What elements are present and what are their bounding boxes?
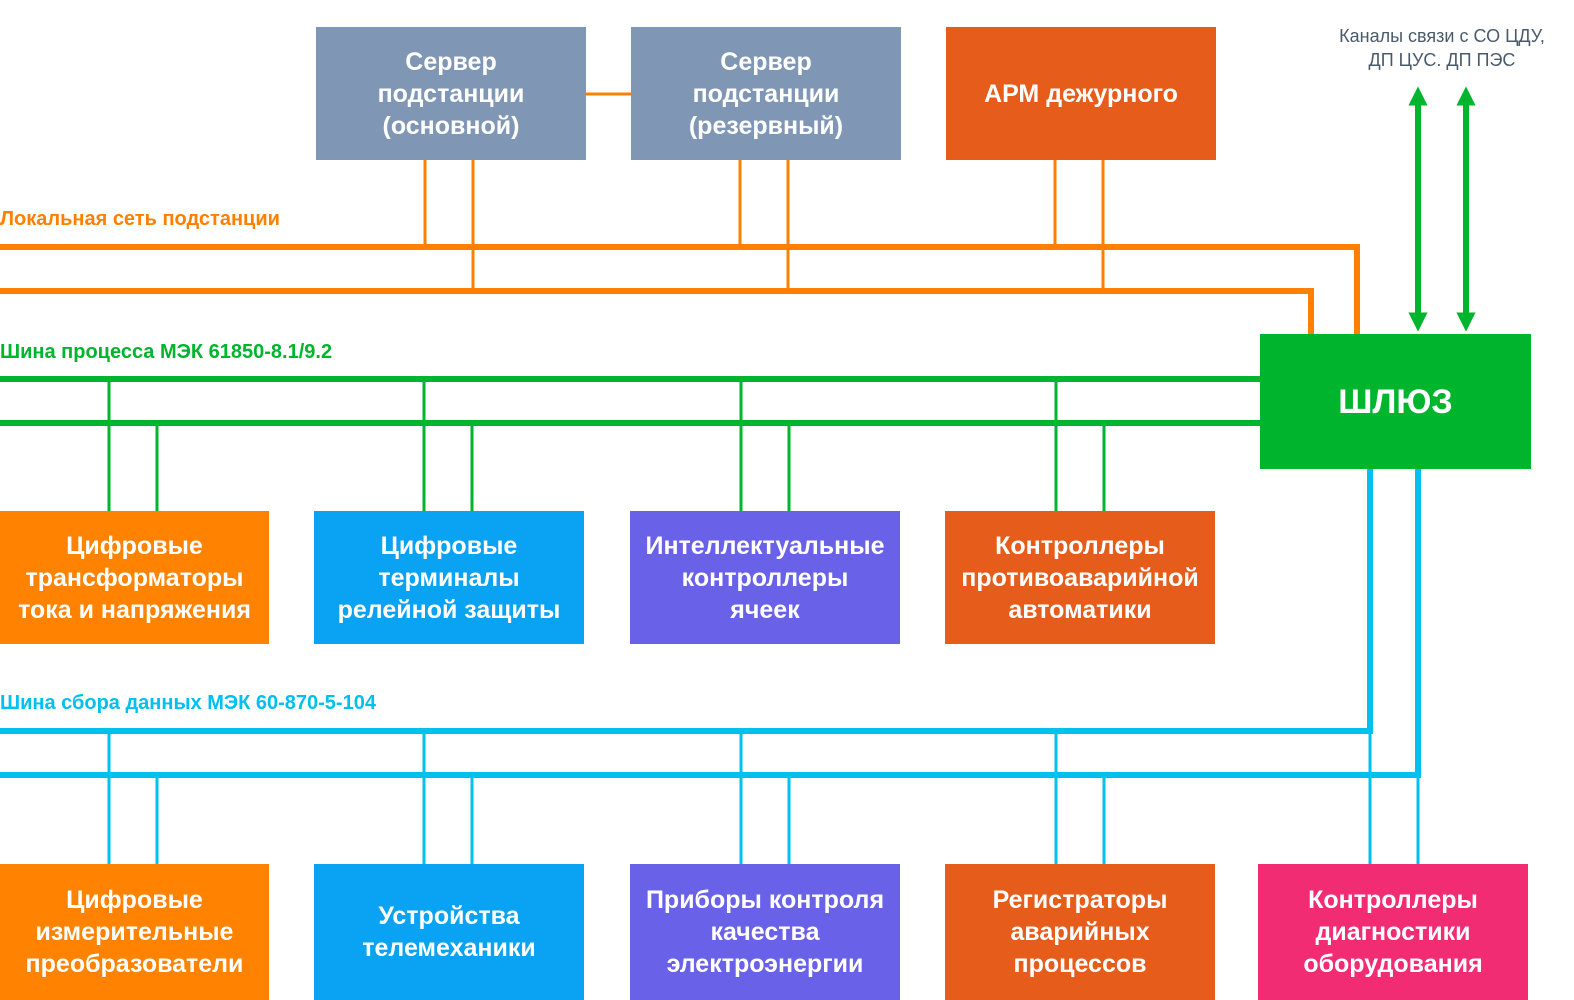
gateway-box[interactable]: ШЛЮЗ	[1260, 334, 1531, 469]
server-main-label: Сервер подстанции (основной)	[377, 47, 525, 140]
diagnostics-controllers-label: Контроллеры диагностики оборудования	[1303, 886, 1483, 978]
digital-transformers-box[interactable]: Цифровые трансформаторы тока и напряжени…	[0, 511, 269, 644]
telemechanics-box[interactable]: Устройства телемеханики	[314, 864, 584, 1000]
lan-line-1	[0, 244, 1360, 334]
relay-terminals-label: Цифровые терминалы релейной защиты	[337, 531, 561, 624]
data-bus	[0, 468, 1421, 864]
external-channels-label: Каналы связи с СО ЦДУ, ДП ЦУС. ДП ПЭС	[1339, 26, 1545, 70]
diagnostics-controllers-box[interactable]: Контроллеры диагностики оборудования	[1258, 864, 1528, 1000]
server-reserve-box[interactable]: Сервер подстанции (резервный)	[631, 27, 901, 160]
gateway-label: ШЛЮЗ	[1338, 382, 1453, 421]
telemechanics-label: Устройства телемеханики	[362, 902, 536, 962]
fault-recorders-label: Регистраторы аварийных процессов	[992, 886, 1168, 978]
power-quality-label: Приборы контроля качества электроэнергии	[645, 886, 885, 978]
arm-box[interactable]: АРМ дежурного	[946, 27, 1216, 160]
emergency-controllers-box[interactable]: Контроллеры противоаварийной автоматики	[945, 511, 1215, 644]
lan-bus	[0, 92, 1360, 334]
external-arrows	[1408, 86, 1476, 332]
fault-recorders-box[interactable]: Регистраторы аварийных процессов	[945, 864, 1215, 1000]
lan-bus-label: Локальная сеть подстанции	[0, 208, 280, 230]
measuring-converters-box[interactable]: Цифровые измерительные преобразователи	[0, 864, 269, 1000]
emergency-controllers-label: Контроллеры противоаварийной автоматики	[961, 531, 1199, 624]
cell-controllers-label: Интеллектуальные контроллеры ячеек	[645, 531, 885, 624]
process-bus	[0, 376, 1262, 511]
relay-terminals-box[interactable]: Цифровые терминалы релейной защиты	[314, 511, 584, 644]
server-main-box[interactable]: Сервер подстанции (основной)	[316, 27, 586, 160]
arm-label: АРМ дежурного	[984, 79, 1178, 108]
process-bus-label: Шина процесса МЭК 61850-8.1/9.2	[0, 341, 333, 363]
power-quality-box[interactable]: Приборы контроля качества электроэнергии	[630, 864, 900, 1000]
lan-line-2	[0, 288, 1314, 334]
server-reserve-label: Сервер подстанции (резервный)	[688, 47, 844, 140]
digital-transformers-label: Цифровые трансформаторы тока и напряжени…	[18, 531, 251, 624]
measuring-converters-label: Цифровые измерительные преобразователи	[25, 886, 244, 978]
cell-controllers-box[interactable]: Интеллектуальные контроллеры ячеек	[630, 511, 900, 644]
data-bus-label: Шина сбора данных МЭК 60-870-5-104	[0, 692, 376, 714]
